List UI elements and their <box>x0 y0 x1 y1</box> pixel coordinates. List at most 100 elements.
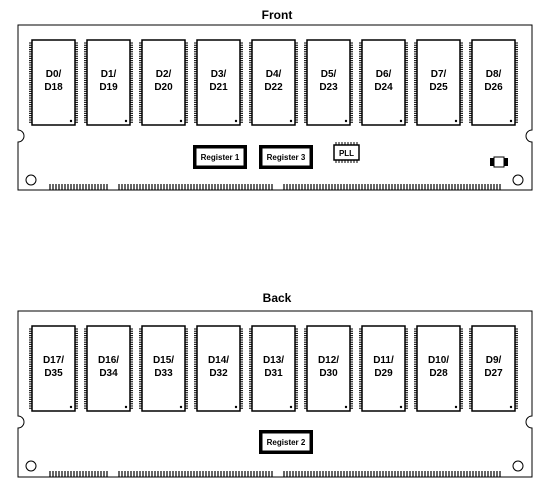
chip-pins <box>359 328 408 409</box>
chip-body <box>86 39 131 126</box>
chip-label-line2: D26 <box>484 82 503 93</box>
chip-label-line2: D18 <box>44 82 63 93</box>
chip-label-line1: D4/ <box>266 69 282 80</box>
chip-pins <box>139 42 188 123</box>
chip-pin1-dot <box>124 119 128 123</box>
chip-body <box>306 39 351 126</box>
register-3-chip: Register 3 <box>259 145 313 169</box>
chip-label-line2: D34 <box>99 368 118 379</box>
chip-label-line1: D14/ <box>208 355 229 366</box>
chip-body <box>416 39 461 126</box>
register-1-chip: Register 1 <box>193 145 247 169</box>
chip-label-line1: D2/ <box>156 69 172 80</box>
chip-body <box>471 325 516 412</box>
chip-body <box>31 39 76 126</box>
edge-pins <box>49 184 501 190</box>
chip-label-line1: D3/ <box>211 69 227 80</box>
back-mount-hole-left <box>25 460 37 472</box>
chip-pins <box>359 42 408 123</box>
edge-pins <box>49 471 501 477</box>
chip-label-line1: D1/ <box>101 69 117 80</box>
back-chip-4: D13/D31 <box>249 325 298 412</box>
chip-pins <box>469 328 518 409</box>
chip-pin1-dot <box>509 405 513 409</box>
chip-body <box>251 39 296 126</box>
back-dram-chips: D17/D35D16/D34D15/D33D14/D32D13/D31D12/D… <box>29 325 518 412</box>
chip-pin1-dot <box>399 405 403 409</box>
back-chip-1: D16/D34 <box>84 325 133 412</box>
back-chip-3: D14/D32 <box>194 325 243 412</box>
chip-label-line2: D23 <box>319 82 338 93</box>
chip-pins <box>304 328 353 409</box>
back-chip-8: D9/D27 <box>469 325 518 412</box>
register-3-label: Register 3 <box>267 153 306 162</box>
back-chip-6: D11/D29 <box>359 325 408 412</box>
pll-pins <box>335 142 358 163</box>
chip-label-line2: D31 <box>264 368 283 379</box>
front-module: D0/D18D1/D19D2/D20D3/D21D4/D22D5/D23D6/D… <box>17 24 533 191</box>
front-edge-connector <box>49 184 501 190</box>
front-chip-1: D1/D19 <box>84 39 133 126</box>
back-chip-7: D10/D28 <box>414 325 463 412</box>
front-mount-hole-left <box>25 174 37 186</box>
chip-label-line1: D13/ <box>263 355 284 366</box>
chip-label-line1: D0/ <box>46 69 62 80</box>
chip-label-line2: D19 <box>99 82 118 93</box>
chip-body <box>251 325 296 412</box>
chip-label-line2: D20 <box>154 82 173 93</box>
chip-pin1-dot <box>399 119 403 123</box>
chip-pins <box>29 328 78 409</box>
chip-body <box>141 39 186 126</box>
back-module: D17/D35D16/D34D15/D33D14/D32D13/D31D12/D… <box>17 310 533 478</box>
chip-label-line2: D28 <box>429 368 448 379</box>
chip-pin1-dot <box>69 119 73 123</box>
chip-pin1-dot <box>69 405 73 409</box>
chip-pins <box>29 42 78 123</box>
chip-pins <box>414 42 463 123</box>
chip-label-line2: D27 <box>484 368 503 379</box>
front-chip-6: D6/D24 <box>359 39 408 126</box>
chip-pin1-dot <box>234 405 238 409</box>
chip-label-line1: D11/ <box>373 355 394 366</box>
chip-pin1-dot <box>179 405 183 409</box>
back-mount-hole-right <box>512 460 524 472</box>
front-chip-8: D8/D26 <box>469 39 518 126</box>
chip-label-line1: D9/ <box>486 355 502 366</box>
chip-label-line2: D22 <box>264 82 283 93</box>
chip-label-line1: D5/ <box>321 69 337 80</box>
front-dram-chips: D0/D18D1/D19D2/D20D3/D21D4/D22D5/D23D6/D… <box>29 39 518 126</box>
chip-label-line2: D29 <box>374 368 393 379</box>
chip-pins <box>469 42 518 123</box>
front-chip-3: D3/D21 <box>194 39 243 126</box>
front-chip-5: D5/D23 <box>304 39 353 126</box>
pll-label: PLL <box>339 149 354 158</box>
front-chip-4: D4/D22 <box>249 39 298 126</box>
chip-label-line1: D8/ <box>486 69 502 80</box>
chip-pin1-dot <box>509 119 513 123</box>
chip-label-line2: D33 <box>154 368 173 379</box>
chip-label-line1: D12/ <box>318 355 339 366</box>
chip-pin1-dot <box>179 119 183 123</box>
chip-body <box>361 325 406 412</box>
chip-pin1-dot <box>289 405 293 409</box>
register-2-label: Register 2 <box>267 438 306 447</box>
back-chip-5: D12/D30 <box>304 325 353 412</box>
chip-pin1-dot <box>234 119 238 123</box>
front-mount-hole-right <box>512 174 524 186</box>
chip-pin1-dot <box>124 405 128 409</box>
pll-chip: PLL <box>333 142 360 163</box>
chip-label-line2: D32 <box>209 368 228 379</box>
chip-label-line2: D35 <box>44 368 63 379</box>
chip-label-line2: D21 <box>209 82 228 93</box>
chip-body <box>471 39 516 126</box>
register-2-chip: Register 2 <box>259 430 313 454</box>
chip-pin1-dot <box>344 405 348 409</box>
chip-pins <box>304 42 353 123</box>
chip-body <box>306 325 351 412</box>
chip-pin1-dot <box>289 119 293 123</box>
back-title: Back <box>263 291 292 305</box>
chip-body <box>196 325 241 412</box>
chip-pins <box>84 42 133 123</box>
chip-body <box>416 325 461 412</box>
